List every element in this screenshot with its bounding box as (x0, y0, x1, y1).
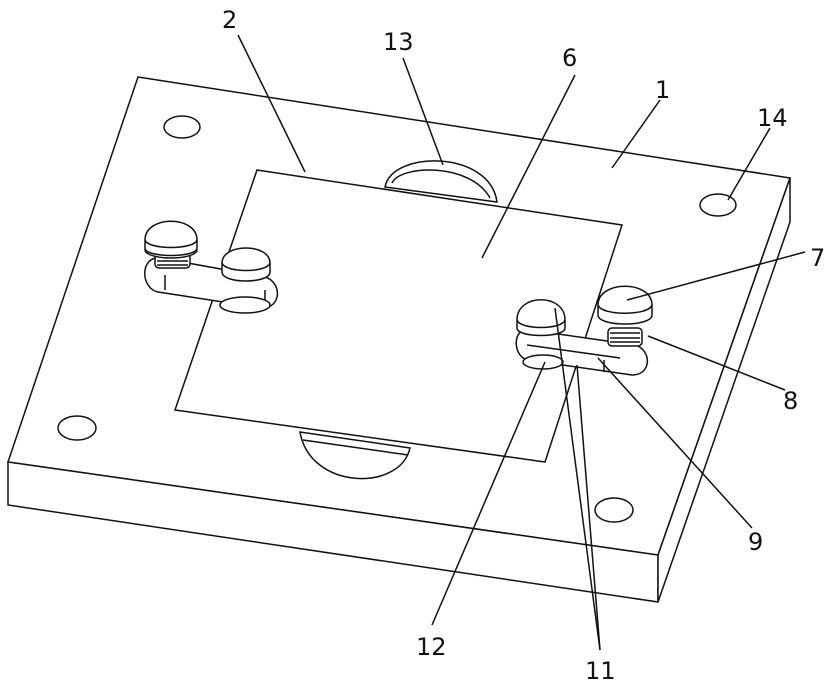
label-7: 7 (810, 244, 825, 272)
label-13: 13 (383, 28, 414, 56)
label-9: 9 (748, 528, 763, 556)
label-2: 2 (222, 6, 237, 34)
label-6: 6 (562, 44, 577, 72)
label-14: 14 (757, 104, 788, 132)
label-12: 12 (416, 633, 447, 661)
label-1: 1 (655, 76, 670, 104)
label-11: 11 (585, 657, 616, 685)
label-8: 8 (783, 387, 798, 415)
